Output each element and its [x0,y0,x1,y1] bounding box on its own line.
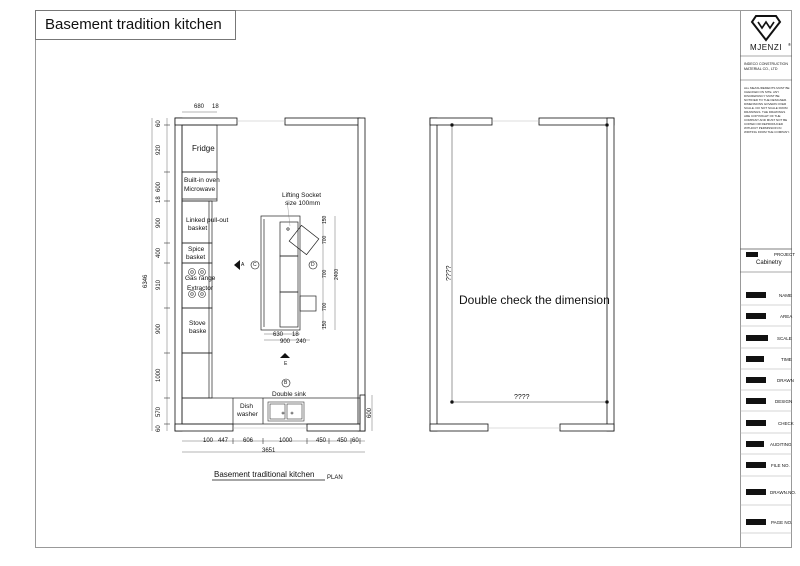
elevation-marker-e: E [284,361,288,367]
company-name: MJENZI [750,43,782,52]
kitchen-island [260,215,320,331]
double-sink-label: Double sink [272,391,306,398]
field-time: TIME [781,357,792,362]
dim-left-2: 600 [156,181,162,192]
elevation-marker-a: A [241,262,245,268]
lifting-socket-label-line2: size 100mm [285,200,321,207]
unknown-width-dim: ???? [514,394,530,401]
dim-island-right-4: 150 [322,320,328,329]
plan-walls [174,117,366,432]
dim-island-bottom-2: 900 [280,339,291,345]
island-leader-lines [286,199,291,227]
unknown-height-dim: ???? [446,265,453,281]
elevation-marker-d: D [311,262,315,268]
stove-label-line1: Stove [189,320,206,327]
dim-island-right-2: 700 [322,269,328,278]
field-drawn: DRAWN [777,378,794,383]
field-scale: SCALE [777,336,792,341]
dim-total-height: 6346 [143,274,149,288]
gas-label-line2: Extractor [187,285,214,292]
check-plan-walls [429,117,615,432]
dim-left-6: 910 [156,279,162,290]
dim-island-right-1: 700 [322,235,328,244]
gas-range-burners-icon [188,268,206,298]
plan-dimension-ticks [164,124,361,444]
drawing-notes: ALL MEASUREMENTS MUST BE CHECKED ON SITE… [744,86,790,134]
field-check: CHECK [778,421,794,426]
dim-bottom-1: 447 [218,438,229,444]
pullout-label-line1: Linked pull-out [186,217,229,224]
dim-top-width: 680 [194,104,205,110]
sheet-title-box [35,10,236,40]
dim-left-7: 900 [156,323,162,334]
drawing-sheet-frame [35,10,792,548]
dim-bottom-5: 450 [337,438,348,444]
elevation-marker-b: B [284,380,288,386]
elevation-marker-c: C [253,262,257,268]
field-auditing: AUDITING [770,442,792,447]
dim-island-bottom-0: 630 [273,332,284,338]
dim-left-8: 1000 [156,368,162,382]
dim-right-wall: 600 [367,407,373,418]
sheet-title: Basement tradition kitchen [45,16,222,33]
dishwasher-label-line1: Dish [240,403,254,410]
dim-island-total: 2400 [334,268,340,280]
dim-bottom-2: 606 [243,438,254,444]
plan-caption-suffix: PLAN [327,475,343,481]
lifting-socket-label-line1: Lifting Socket [282,192,322,199]
field-design: DESIGN [775,399,793,404]
dim-left-5: 400 [156,247,162,258]
double-sink-icon [267,401,305,422]
dim-bottom-4: 450 [316,438,327,444]
field-file-no: FILE NO. [771,463,790,468]
dim-left-4: 900 [156,217,162,228]
field-drawn-no: DRAWN.NO. [770,490,797,495]
fridge-label: Fridge [192,144,215,153]
left-cabinet-run [181,124,361,425]
dishwasher-label-line2: washer [237,411,258,418]
dim-island-right-3: 700 [322,302,328,311]
title-block [740,10,792,548]
field-page-no: PAGE NO. [771,520,793,525]
company-full-name: INDECO CONSTRUCTION MATERIAL CO., LTD [744,62,788,71]
dim-left-10: 60 [156,425,162,432]
elevation-markers [234,260,318,388]
spice-label-line2: basket [186,254,206,261]
field-name: NAME [779,293,793,298]
dim-bottom-3: 1000 [279,438,293,444]
title-block-field-bars [746,252,768,525]
project-value: Cabinetry [756,260,782,266]
dim-top-gap: 18 [212,104,219,110]
project-label: PROJECT [774,252,796,257]
oven-label-line1: Built-in oven [184,177,220,184]
field-area: AREA [780,314,793,319]
check-plan-dimension-lines [450,123,609,404]
dim-left-3: 18 [156,196,162,203]
dim-island-bottom-3: 240 [296,339,307,345]
dim-left-9: 570 [156,406,162,417]
oven-label-line2: Microwave [184,186,216,193]
spice-label-line1: Spice [188,246,205,253]
dim-bottom-0: 100 [203,438,214,444]
double-check-note: Double check the dimension [459,293,610,307]
plan-dimension-lines [151,111,373,453]
dim-island-right-0: 150 [322,215,328,224]
mjenzi-shield-logo-icon [750,15,782,42]
dim-left-0: 60 [156,120,162,127]
pullout-label-line2: basket [188,225,208,232]
dim-total-width: 3651 [262,448,276,454]
island-dimension-lines [264,216,336,341]
registered-mark: ® [788,42,791,47]
dim-left-1: 920 [156,144,162,155]
dim-bottom-6: 60 [352,438,359,444]
gas-label-line1: Gas range [185,275,216,282]
plan-caption: Basement traditional kitchen [214,470,315,479]
dim-island-bottom-1: 18 [292,332,299,338]
stove-label-line2: baske [189,328,207,335]
